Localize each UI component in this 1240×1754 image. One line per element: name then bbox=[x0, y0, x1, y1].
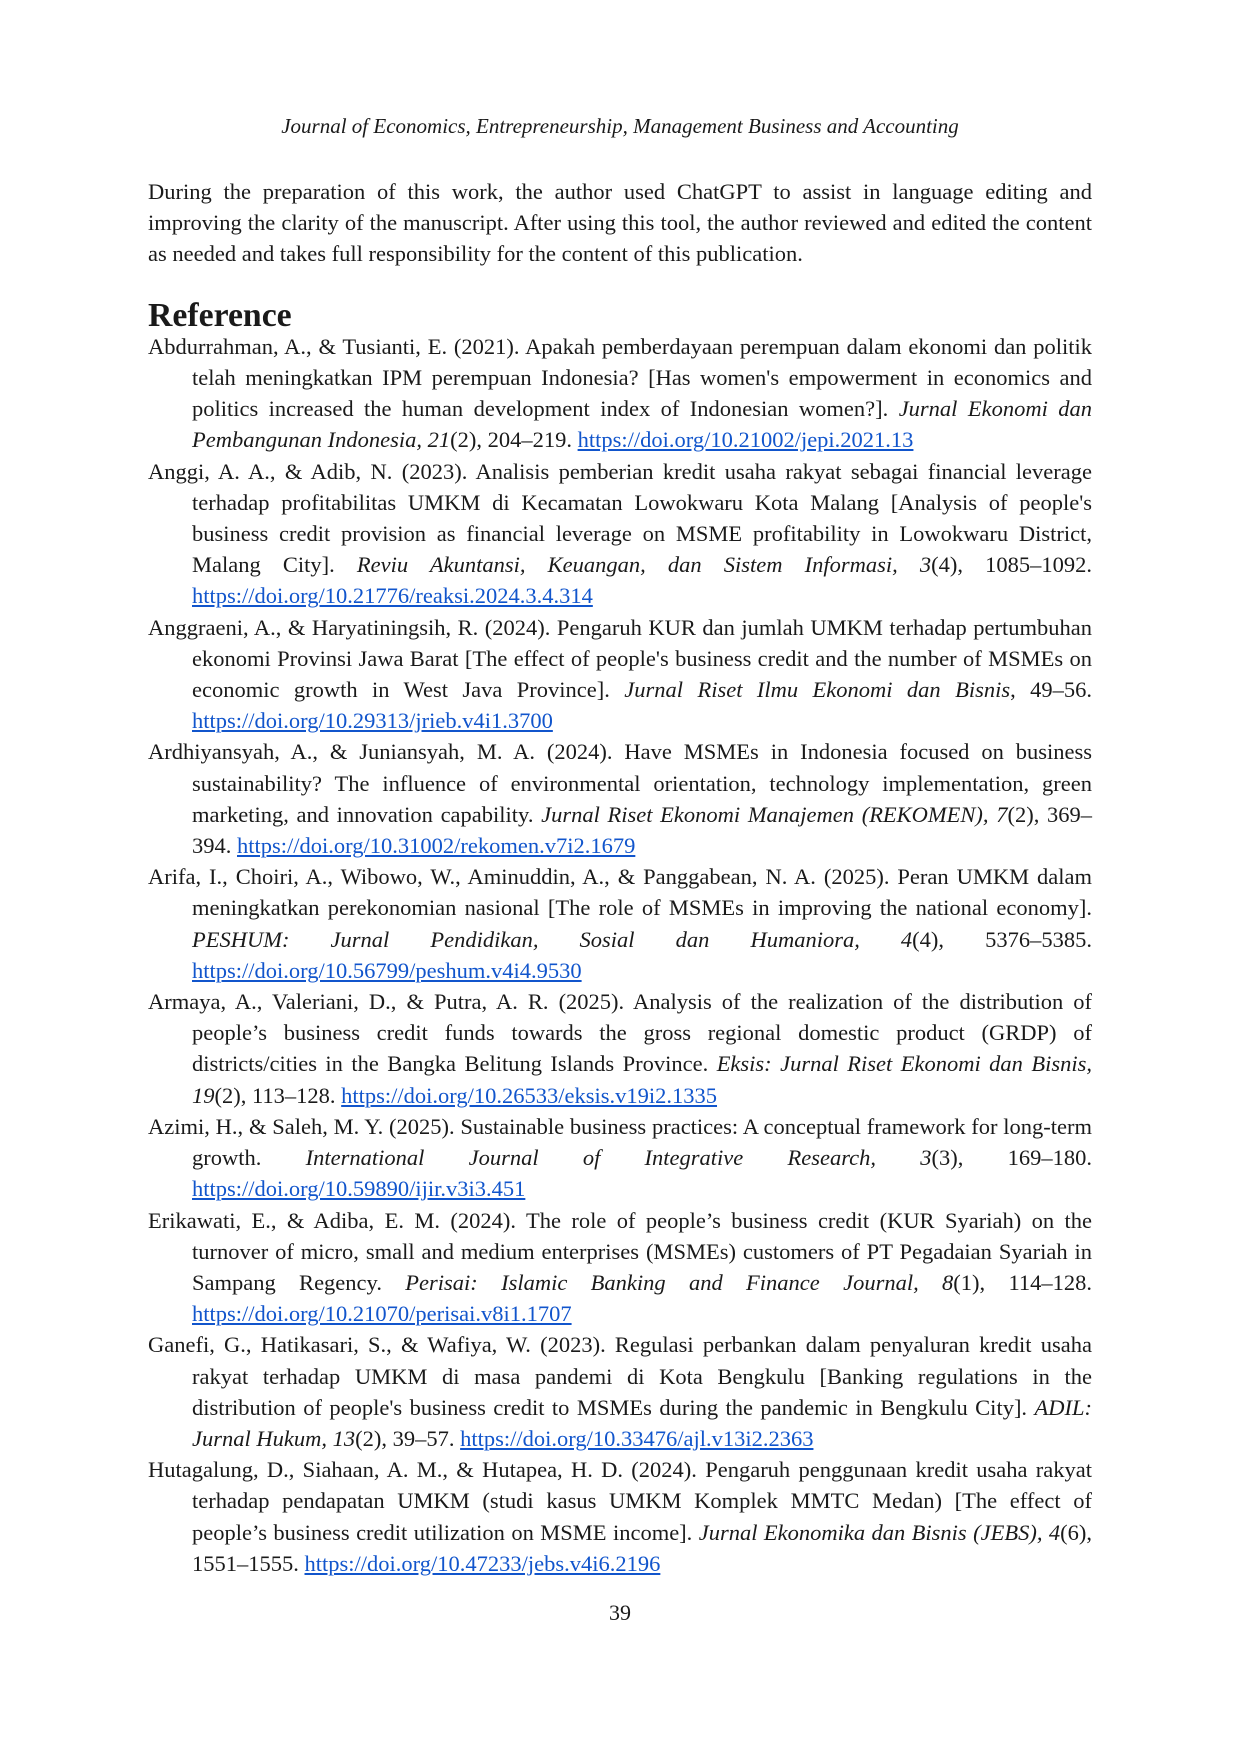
reference-doi-link[interactable]: https://doi.org/10.21070/perisai.v8i1.17… bbox=[192, 1301, 572, 1327]
reference-text: Armaya, A., Valeriani, D., & Putra, A. R… bbox=[148, 989, 1092, 1077]
reference-item: Ardhiyansyah, A., & Juniansyah, M. A. (2… bbox=[148, 736, 1092, 861]
reference-item: Azimi, H., & Saleh, M. Y. (2025). Sustai… bbox=[148, 1111, 1092, 1205]
reference-text: Arifa, I., Choiri, A., Wibowo, W., Aminu… bbox=[148, 864, 1092, 921]
reference-doi-link[interactable]: https://doi.org/10.47233/jebs.v4i6.2196 bbox=[304, 1550, 661, 1576]
reference-item: Abdurrahman, A., & Tusianti, E. (2021). … bbox=[148, 331, 1092, 456]
reference-volume-pages: (2), 369–394. bbox=[192, 801, 1092, 859]
reference-journal: Reviu Akuntansi, Keuangan, dan Sistem In… bbox=[356, 552, 932, 578]
reference-list: Abdurrahman, A., & Tusianti, E. (2021). … bbox=[148, 331, 1092, 1579]
reference-journal: Jurnal Riset Ekonomi Manajemen (REKOMEN)… bbox=[541, 801, 1008, 827]
reference-journal: Perisai: Islamic Banking and Finance Jou… bbox=[405, 1269, 954, 1295]
reference-item: Anggi, A. A., & Adib, N. (2023). Analisi… bbox=[148, 456, 1092, 612]
reference-volume-pages: , 49–56. bbox=[1010, 677, 1093, 703]
reference-journal: International Journal of Integrative Res… bbox=[305, 1145, 932, 1171]
reference-volume-pages: (2), 39–57. bbox=[355, 1425, 461, 1451]
reference-text: Abdurrahman, A., & Tusianti, E. (2021). … bbox=[148, 333, 1092, 422]
reference-text: Azimi, H., & Saleh, M. Y. (2025). Sustai… bbox=[148, 1113, 1092, 1171]
reference-volume-pages: (4), 5376–5385. bbox=[912, 926, 1092, 952]
reference-doi-link[interactable]: https://doi.org/10.21002/jepi.2021.13 bbox=[577, 427, 914, 453]
reference-text: Anggraeni, A., & Haryatiningsih, R. (202… bbox=[148, 614, 1092, 703]
reference-text: Anggi, A. A., & Adib, N. (2023). Analisi… bbox=[148, 458, 1092, 578]
reference-doi-link[interactable]: https://doi.org/10.31002/rekomen.v7i2.16… bbox=[237, 833, 636, 859]
reference-journal: Jurnal Ekonomika dan Bisnis (JEBS), 4 bbox=[698, 1519, 1061, 1545]
reference-journal: Jurnal Riset Ilmu Ekonomi dan Bisnis bbox=[624, 677, 1011, 703]
reference-item: Ganefi, G., Hatikasari, S., & Wafiya, W.… bbox=[148, 1329, 1092, 1454]
reference-item: Hutagalung, D., Siahaan, A. M., & Hutape… bbox=[148, 1454, 1092, 1579]
page-content: During the preparation of this work, the… bbox=[148, 176, 1092, 1579]
reference-volume-pages: (1), 114–128. bbox=[953, 1269, 1093, 1295]
reference-journal: ADIL: Jurnal Hukum, 13 bbox=[192, 1394, 1092, 1451]
reference-doi-link[interactable]: https://doi.org/10.59890/ijir.v3i3.451 bbox=[192, 1176, 526, 1202]
page-number: 39 bbox=[609, 1600, 631, 1625]
reference-text: Ardhiyansyah, A., & Juniansyah, M. A. (2… bbox=[148, 739, 1092, 827]
reference-text: Ganefi, G., Hatikasari, S., & Wafiya, W.… bbox=[148, 1332, 1092, 1420]
running-header-journal-title: Journal of Economics, Entrepreneurship, … bbox=[281, 114, 959, 138]
reference-volume-pages: (6), 1551–1555. bbox=[192, 1519, 1092, 1576]
reference-journal: Jurnal Ekonomi dan Pembangunan Indonesia… bbox=[192, 396, 1092, 453]
reference-item: Erikawati, E., & Adiba, E. M. (2024). Th… bbox=[148, 1205, 1092, 1330]
reference-volume-pages: (4), 1085–1092. bbox=[931, 552, 1092, 578]
ai-use-statement: During the preparation of this work, the… bbox=[148, 179, 1092, 267]
reference-item: Arifa, I., Choiri, A., Wibowo, W., Aminu… bbox=[148, 861, 1092, 986]
reference-item: Anggraeni, A., & Haryatiningsih, R. (202… bbox=[148, 612, 1092, 737]
reference-volume-pages: (2), 204–219. bbox=[450, 427, 578, 453]
reference-doi-link[interactable]: https://doi.org/10.29313/jrieb.v4i1.3700 bbox=[192, 708, 553, 734]
reference-doi-link[interactable]: https://doi.org/10.21776/reaksi.2024.3.4… bbox=[192, 583, 593, 609]
references-heading: Reference bbox=[148, 296, 292, 334]
reference-item: Armaya, A., Valeriani, D., & Putra, A. R… bbox=[148, 986, 1092, 1111]
reference-journal: PESHUM: Jurnal Pendidikan, Sosial dan Hu… bbox=[192, 926, 913, 952]
reference-doi-link[interactable]: https://doi.org/10.56799/peshum.v4i4.953… bbox=[192, 957, 582, 983]
reference-text: Erikawati, E., & Adiba, E. M. (2024). Th… bbox=[148, 1207, 1092, 1295]
reference-doi-link[interactable]: https://doi.org/10.26533/eksis.v19i2.133… bbox=[341, 1082, 718, 1108]
reference-volume-pages: (2), 113–128. bbox=[214, 1082, 342, 1108]
reference-journal: Eksis: Jurnal Riset Ekonomi dan Bisnis, … bbox=[192, 1051, 1093, 1108]
reference-text: Hutagalung, D., Siahaan, A. M., & Hutape… bbox=[148, 1457, 1092, 1545]
reference-doi-link[interactable]: https://doi.org/10.33476/ajl.v13i2.2363 bbox=[460, 1425, 814, 1451]
reference-volume-pages: (3), 169–180. bbox=[931, 1145, 1092, 1171]
